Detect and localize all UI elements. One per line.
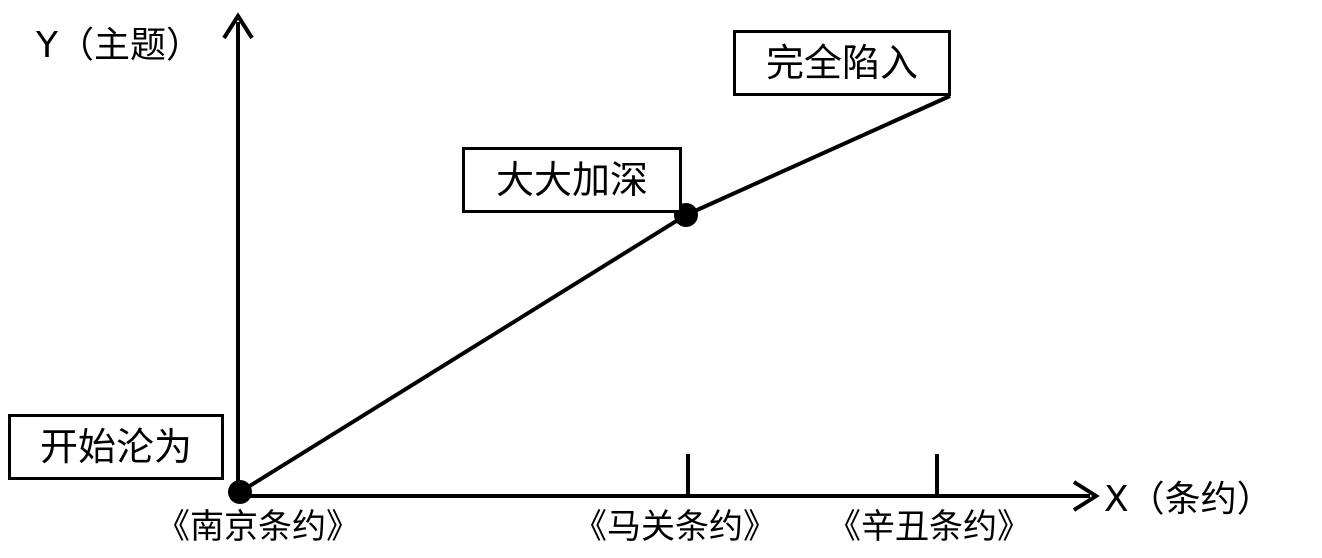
x-axis-arrowhead	[1072, 480, 1100, 512]
tick-label-maguan: 《马关条约》	[573, 507, 777, 547]
y-axis-arrowhead	[222, 12, 254, 40]
stage-label-middle: 大大加深	[462, 147, 682, 213]
stage-label-end: 完全陷入	[733, 30, 951, 96]
tick-label-nanjing: 《南京条约》	[156, 507, 360, 547]
point-start	[228, 480, 252, 504]
y-axis-label: Y（主题）	[36, 25, 202, 66]
stage-label-start: 开始沦为	[8, 414, 224, 480]
tick-label-xinchou: 《辛丑条约》	[827, 507, 1031, 547]
x-axis-label: X（条约）	[1104, 479, 1273, 520]
